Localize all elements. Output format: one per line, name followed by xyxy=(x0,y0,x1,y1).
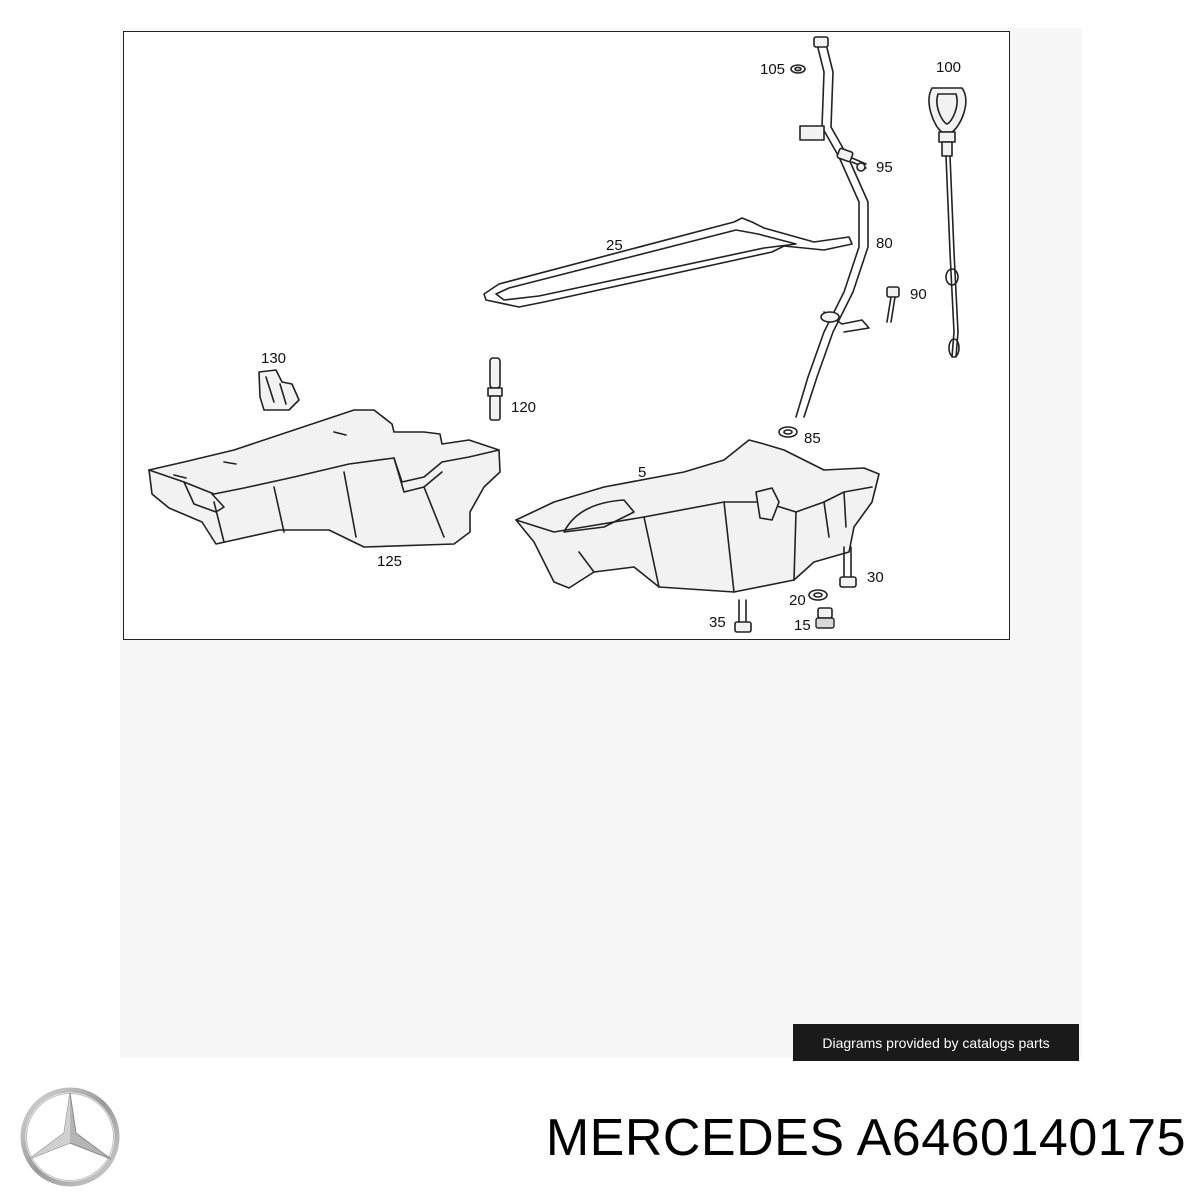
bolt-part-90[interactable] xyxy=(886,286,900,323)
parts-diagram: 100 105 95 80 25 90 130 120 85 5 125 30 … xyxy=(123,31,1010,640)
dipstick-tube-part-80[interactable] xyxy=(795,36,870,418)
callout-130: 130 xyxy=(261,350,286,367)
bolt-part-35[interactable] xyxy=(734,599,752,633)
callout-85: 85 xyxy=(804,430,821,447)
diagram-credit-banner: Diagrams provided by catalogs parts xyxy=(793,1024,1079,1061)
part-number: A6460140175 xyxy=(856,1109,1186,1167)
clip-part-130[interactable] xyxy=(258,369,300,411)
callout-25: 25 xyxy=(606,237,623,254)
drain-plug-part-15[interactable] xyxy=(815,607,835,629)
o-ring-part-105[interactable] xyxy=(790,64,806,74)
lower-oil-pan-part-5[interactable] xyxy=(515,439,880,593)
callout-20: 20 xyxy=(789,592,806,609)
upper-oil-pan-part-125[interactable] xyxy=(148,409,501,548)
callout-95: 95 xyxy=(876,159,893,176)
callout-35: 35 xyxy=(709,614,726,631)
callout-105: 105 xyxy=(760,61,785,78)
gasket-part-25[interactable] xyxy=(483,217,853,308)
callout-5: 5 xyxy=(638,464,646,481)
callout-125: 125 xyxy=(377,553,402,570)
bolt-part-95[interactable] xyxy=(836,147,867,172)
bolt-part-30[interactable] xyxy=(839,546,857,588)
callout-80: 80 xyxy=(876,235,893,252)
callout-15: 15 xyxy=(794,617,811,634)
parts-diagram-drawing: 100 105 95 80 25 90 130 120 85 5 125 30 … xyxy=(148,36,967,634)
callout-90: 90 xyxy=(910,286,927,303)
pin-part-120[interactable] xyxy=(487,357,503,421)
callout-100: 100 xyxy=(936,59,961,76)
washer-part-20[interactable] xyxy=(808,589,828,601)
seal-ring-part-85[interactable] xyxy=(778,426,798,438)
brand-name: MERCEDES xyxy=(545,1109,845,1167)
callout-120: 120 xyxy=(511,399,536,416)
mercedes-star-logo xyxy=(20,1087,120,1187)
callout-30: 30 xyxy=(867,569,884,586)
dipstick-part-100[interactable] xyxy=(928,87,967,358)
part-title: MERCEDES A6460140175 xyxy=(546,1108,1186,1168)
